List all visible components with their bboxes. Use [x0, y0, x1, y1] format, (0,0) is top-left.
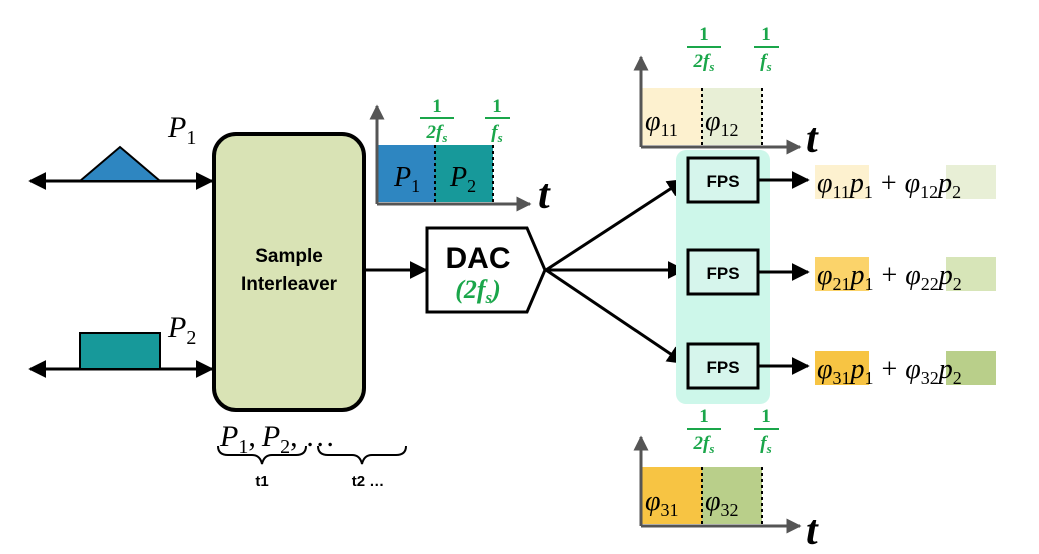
brace-t2-label: t2 … [352, 473, 385, 490]
fps-label-3: FPS [706, 358, 739, 377]
interleaver-label-line2: Interleaver [241, 274, 338, 295]
interleaver-sequence: P1,P2, … [219, 420, 335, 458]
svg-text:fs: fs [760, 51, 771, 74]
slot-phi31-label: φ31 [645, 486, 679, 520]
brace-t1-label: t1 [255, 473, 268, 490]
slot-phi12 [702, 88, 762, 145]
bottom-timeline-axis-label: t [806, 508, 819, 554]
fps-block-1: FPS [686, 156, 760, 204]
output-1-expression: φ11p1+φ12p2 [817, 168, 961, 202]
slot-p2-label: P2 [449, 162, 476, 196]
svg-text:1: 1 [432, 96, 442, 117]
slot-phi31 [641, 467, 702, 524]
bottom-frac-1-over-fs: 1 fs [754, 406, 779, 456]
input-timeline-axis-label: t [538, 172, 551, 218]
slot-p1-label: P1 [393, 162, 420, 196]
output-2-expression: φ21p1+φ22p2 [817, 260, 962, 294]
dac-shape [425, 226, 547, 314]
input-frac-1-over-fs: 1 fs [485, 96, 510, 145]
top-timeline-axis-label: t [806, 116, 819, 162]
output-1-phi-b-bg [946, 165, 996, 199]
label-p2: P2 [167, 311, 196, 349]
svg-text:2fs: 2fs [693, 433, 715, 456]
fps-block-2: FPS [686, 248, 760, 296]
svg-text:1: 1 [761, 24, 771, 45]
input-p2: P2 [28, 311, 214, 378]
arrow-dac-to-fps-3 [545, 268, 686, 365]
slot-p1 [377, 145, 435, 202]
fps-box-2 [686, 248, 760, 296]
slot-phi12-label: φ12 [705, 106, 739, 140]
output-row-2: φ21p1+φ22p2 [815, 257, 996, 294]
svg-text:1: 1 [761, 406, 771, 427]
output-3-phi-a-bg [815, 351, 869, 385]
output-2-phi-b-bg [946, 257, 996, 291]
bottom-timeline: t φ31 φ32 1 2fs 1 fs [633, 406, 819, 554]
svg-text:fs: fs [760, 433, 771, 456]
svg-text:1: 1 [699, 24, 709, 45]
dac-block: DAC (2fs) [425, 226, 547, 314]
svg-text:2fs: 2fs [426, 122, 448, 145]
output-row-1: φ11p1+φ12p2 [815, 165, 996, 202]
top-frac-1-over-2fs: 1 2fs [687, 24, 721, 74]
output-1-phi-a-bg [815, 165, 869, 199]
slot-phi32 [702, 467, 762, 524]
top-timeline: t φ11 φ12 1 2fs 1 fs [633, 24, 819, 162]
input-p1: P1 [28, 111, 214, 190]
fps-block-3: FPS [686, 342, 760, 390]
output-3-phi-b-bg [946, 351, 996, 385]
input-frac-1-over-2fs: 1 2fs [420, 96, 454, 145]
interleaver-label-line1: Sample [255, 246, 323, 267]
fps-label-1: FPS [706, 172, 739, 191]
brace-t2 [317, 445, 407, 465]
interleaver-box [212, 132, 366, 412]
dac-label: DAC [446, 242, 511, 275]
bottom-frac-1-over-2fs: 1 2fs [687, 406, 721, 456]
top-frac-1-over-fs: 1 fs [754, 24, 779, 74]
brace-t1 [217, 445, 307, 465]
output-2-phi-a-bg [815, 257, 869, 291]
pulse-p1-triangle [77, 145, 163, 182]
fps-label-2: FPS [706, 264, 739, 283]
svg-text:1: 1 [699, 406, 709, 427]
svg-text:1: 1 [492, 96, 502, 117]
svg-text:2fs: 2fs [693, 51, 715, 74]
label-p1: P1 [167, 111, 196, 149]
slot-p2 [435, 145, 493, 202]
fps-box-1 [686, 156, 760, 204]
slot-phi11 [641, 88, 702, 145]
input-timeline: t P1 P2 1 2fs 1 fs [369, 96, 551, 218]
slot-phi32-label: φ32 [705, 486, 739, 520]
svg-text:fs: fs [491, 122, 502, 145]
dac-rate: (2fs) [455, 275, 501, 307]
arrow-dac-to-fps-1 [545, 178, 686, 272]
output-3-expression: φ31p1+φ32p2 [817, 354, 962, 388]
slot-phi11-label: φ11 [645, 106, 678, 140]
pulse-p2-rect [79, 332, 161, 370]
sample-interleaver: Sample Interleaver [212, 132, 366, 412]
output-row-3: φ31p1+φ32p2 [815, 351, 996, 388]
